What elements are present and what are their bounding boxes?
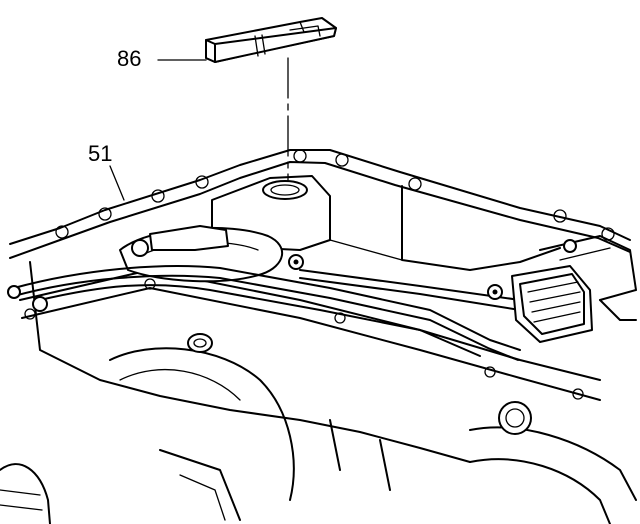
part-51-housing [0, 149, 637, 524]
part-86-component [205, 17, 337, 63]
detent-lever [119, 225, 304, 283]
callout-51-label: 51 [88, 141, 113, 166]
connector-assembly [487, 235, 637, 343]
callout-86-label: 86 [117, 46, 142, 71]
transmission-tubes [7, 265, 561, 361]
leader-51 [109, 165, 125, 201]
